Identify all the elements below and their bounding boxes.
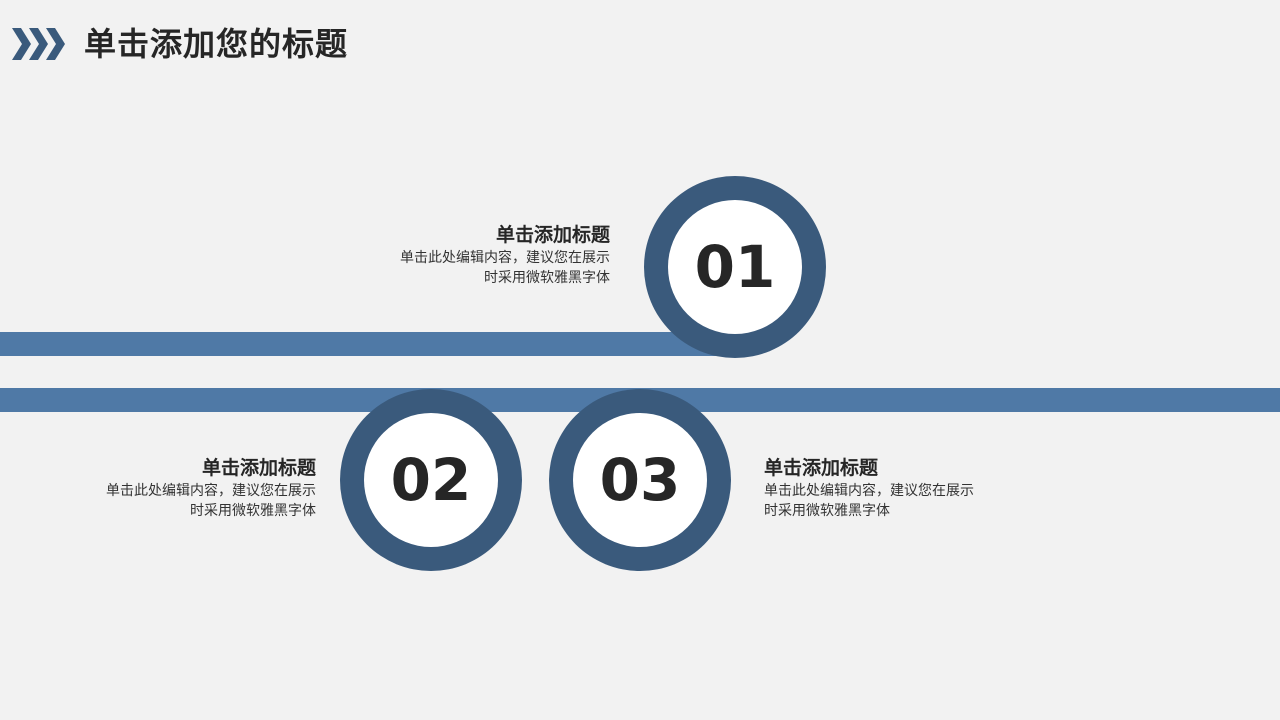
step-1-ring: 01 [644,176,826,358]
timeline-bar-upper [0,332,740,356]
triple-chevron-right-icon [12,28,65,60]
step-2-title[interactable]: 单击添加标题 [201,457,316,479]
step-2-desc-line1[interactable]: 单击此处编辑内容，建议您在展示 [106,483,316,499]
step-2-desc-line2[interactable]: 时采用微软雅黑字体 [190,503,316,519]
step-3-title[interactable]: 单击添加标题 [764,457,879,479]
step-3-number[interactable]: 03 [573,413,707,547]
step-2-text: 单击添加标题 单击此处编辑内容，建议您在展示 时采用微软雅黑字体 [56,455,316,521]
step-1-number[interactable]: 01 [668,200,802,334]
step-1-title[interactable]: 单击添加标题 [495,224,610,246]
step-1-desc-line2[interactable]: 时采用微软雅黑字体 [484,270,610,286]
step-2-ring: 02 [340,389,522,571]
step-3-text: 单击添加标题 单击此处编辑内容，建议您在展示 时采用微软雅黑字体 [764,455,1024,521]
step-2-number[interactable]: 02 [364,413,498,547]
step-3-ring: 03 [549,389,731,571]
step-3-desc-line2[interactable]: 时采用微软雅黑字体 [764,503,890,519]
step-3-desc-line1[interactable]: 单击此处编辑内容，建议您在展示 [764,483,974,499]
page-title[interactable]: 单击添加您的标题 [84,25,349,63]
step-1-desc-line1[interactable]: 单击此处编辑内容，建议您在展示 [400,250,610,266]
step-1-text: 单击添加标题 单击此处编辑内容，建议您在展示 时采用微软雅黑字体 [350,222,610,288]
